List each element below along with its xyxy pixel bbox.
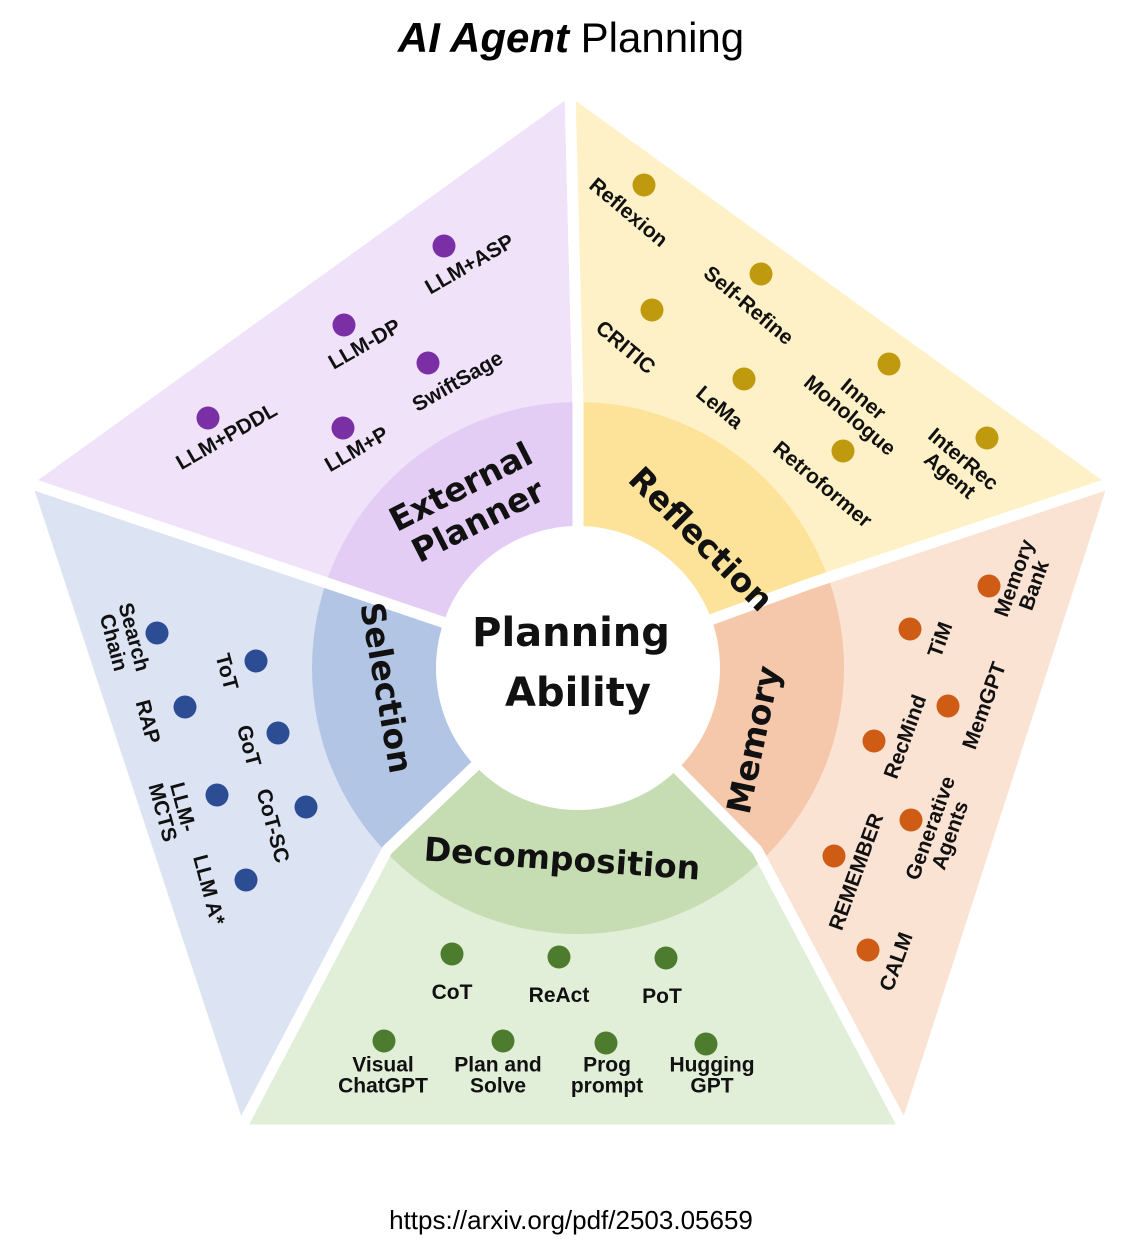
selection-item-dot <box>266 721 290 745</box>
center-label-line2: Ability <box>505 670 651 716</box>
reflection-item-dot <box>877 352 901 376</box>
external-planner-item-dot <box>432 234 456 258</box>
reflection-item-dot <box>640 298 664 322</box>
external-planner-item-dot <box>416 351 440 375</box>
center-circle <box>436 526 720 810</box>
decomposition-item-label: CoT <box>432 981 473 1004</box>
memory-item-dot <box>856 938 880 962</box>
decomposition-item-dot <box>372 1029 396 1053</box>
decomposition-item-dot <box>547 945 571 969</box>
reflection-item-dot <box>732 367 756 391</box>
decomposition-item-label: PoT <box>642 985 682 1008</box>
decomposition-item-dot <box>694 1032 718 1056</box>
memory-item-dot <box>936 694 960 718</box>
source-url: https://arxiv.org/pdf/2503.05659 <box>389 1205 753 1235</box>
memory-item-dot <box>899 808 923 832</box>
title-rest: Planning <box>580 14 745 61</box>
diagram-title: AI Agent Planning <box>0 14 1142 62</box>
decomposition-item-label: ReAct <box>529 984 590 1007</box>
reflection-item-dot <box>975 426 999 450</box>
memory-item-dot <box>822 844 846 868</box>
center-label-line1: Planning <box>472 610 670 656</box>
external-planner-item-dot <box>331 416 355 440</box>
selection-item-dot <box>145 621 169 645</box>
center-label: Planning Ability <box>472 610 684 716</box>
decomposition-item-dot <box>440 942 464 966</box>
decomposition-item-dot <box>491 1029 515 1053</box>
memory-item-dot <box>977 574 1001 598</box>
decomposition-item-dot <box>654 946 678 970</box>
memory-item-dot <box>862 729 886 753</box>
selection-item-dot <box>244 649 268 673</box>
memory-item-dot <box>898 617 922 641</box>
selection-item-dot <box>205 783 229 807</box>
external-planner-item-dot <box>196 406 220 430</box>
selection-item-dot <box>234 868 258 892</box>
title-emphasis: AI Agent <box>397 14 569 61</box>
decomposition-item-dot <box>594 1031 618 1055</box>
selection-item-dot <box>294 795 318 819</box>
reflection-item-dot <box>749 262 773 286</box>
reflection-item-dot <box>831 439 855 463</box>
selection-item-dot <box>173 695 197 719</box>
external-planner-item-dot <box>332 313 356 337</box>
reflection-item-dot <box>632 173 656 197</box>
